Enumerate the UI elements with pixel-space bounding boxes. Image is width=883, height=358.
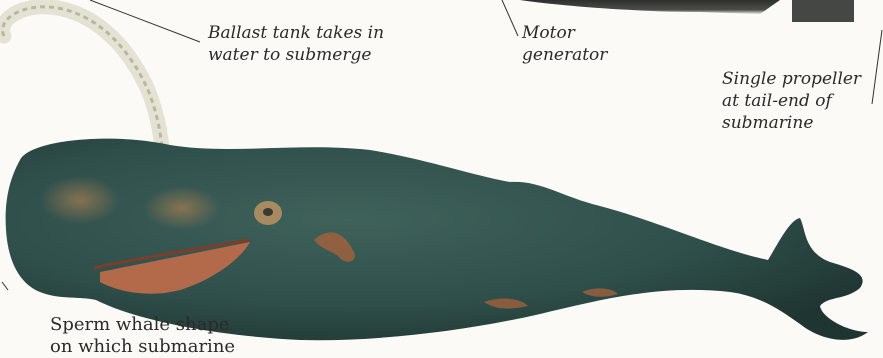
submarine-hull <box>0 0 780 14</box>
caption-motor-generator: Motor generator <box>522 22 607 66</box>
whale-patch <box>144 186 220 230</box>
leader-line-motor <box>502 0 518 36</box>
whale-patch <box>40 176 120 224</box>
leader-line-whale <box>2 282 8 290</box>
leader-line-propeller <box>872 30 882 104</box>
sperm-whale <box>6 139 868 341</box>
caption-sperm-whale: Sperm whale shape on which submarine <box>50 314 235 358</box>
whale-eye-pupil <box>263 208 273 216</box>
water-spout <box>3 7 162 148</box>
submarine-fin <box>792 0 854 22</box>
caption-single-propeller: Single propeller at tail-end of submarin… <box>722 68 861 134</box>
caption-ballast-tank: Ballast tank takes in water to submerge <box>208 22 384 66</box>
